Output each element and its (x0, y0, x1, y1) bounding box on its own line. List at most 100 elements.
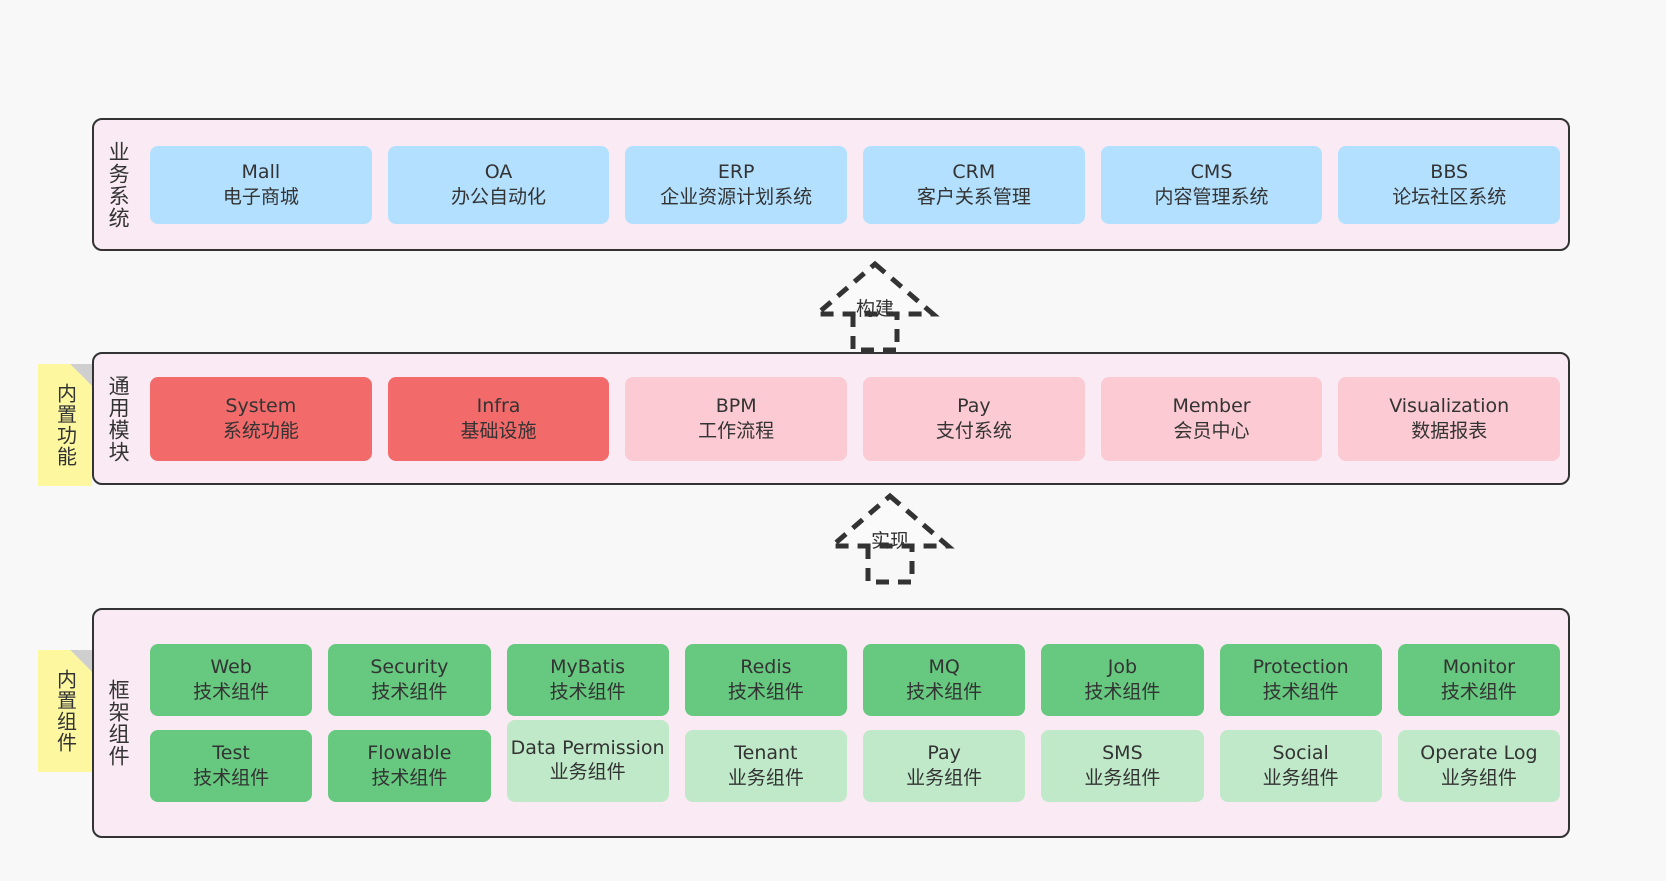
card-title: Social (1272, 742, 1329, 765)
card-protection[interactable]: Protection 技术组件 (1219, 644, 1382, 716)
layer-body-common-modules: System 系统功能 Infra 基础设施 BPM 工作流程 Pay 支付系统… (142, 354, 1568, 483)
card-title: CRM (952, 160, 996, 183)
card-system[interactable]: System 系统功能 (150, 376, 372, 461)
card-title: Redis (740, 656, 792, 679)
card-subtitle: 内容管理系统 (1154, 185, 1269, 208)
card-title: Infra (476, 394, 521, 417)
sticky-note-text: 内置组件 (53, 669, 78, 753)
card-mall[interactable]: Mall 电子商城 (150, 145, 372, 224)
card-subtitle: 技术组件 (906, 681, 983, 703)
card-title: Visualization (1389, 394, 1510, 417)
card-title: Test (212, 742, 250, 765)
card-security[interactable]: Security 技术组件 (328, 644, 491, 716)
card-title: Security (370, 656, 449, 679)
card-cms[interactable]: CMS 内容管理系统 (1100, 145, 1323, 224)
card-web[interactable]: Web 技术组件 (150, 644, 313, 716)
card-subtitle: 技术组件 (549, 681, 626, 703)
card-mq[interactable]: MQ 技术组件 (863, 644, 1026, 716)
card-pay-module[interactable]: Pay 支付系统 (863, 376, 1085, 461)
card-title: Pay (957, 394, 991, 417)
card-data-permission[interactable]: Data Permission 业务组件 (506, 720, 669, 802)
card-subtitle: 办公自动化 (451, 185, 547, 208)
card-title: Protection (1252, 656, 1349, 679)
layer-title-common-modules: 通用模块 (106, 374, 131, 463)
layer-common-modules: 通用模块 System 系统功能 Infra 基础设施 BPM 工作流程 Pay… (92, 352, 1570, 485)
card-subtitle: 基础设施 (460, 419, 537, 442)
card-title: Tenant (734, 742, 798, 765)
card-subtitle: 客户关系管理 (916, 185, 1031, 208)
card-subtitle: 业务组件 (549, 761, 626, 784)
card-erp[interactable]: ERP 企业资源计划系统 (625, 145, 848, 224)
card-title: Monitor (1442, 656, 1515, 679)
card-subtitle: 支付系统 (935, 419, 1012, 442)
card-subtitle: 会员中心 (1173, 419, 1250, 442)
card-subtitle: 技术组件 (1262, 681, 1339, 703)
layer-framework-components: 框架组件 Web 技术组件 Security 技术组件 MyBatis 技术组件… (92, 608, 1570, 838)
card-title: MyBatis (550, 656, 626, 679)
card-member[interactable]: Member 会员中心 (1100, 376, 1323, 461)
sticky-note-builtin-features: 内置功能 (38, 364, 92, 486)
card-title: OA (484, 160, 513, 183)
layer-title-business-system: 业务系统 (106, 140, 131, 229)
card-subtitle: 工作流程 (698, 419, 775, 442)
card-infra[interactable]: Infra 基础设施 (387, 376, 610, 461)
card-subtitle: 企业资源计划系统 (660, 185, 813, 208)
card-title: Pay (927, 742, 961, 765)
card-monitor[interactable]: Monitor 技术组件 (1397, 644, 1560, 716)
card-operate-log[interactable]: Operate Log 业务组件 (1397, 730, 1560, 802)
card-subtitle: 技术组件 (193, 681, 270, 703)
card-visualization[interactable]: Visualization 数据报表 (1338, 376, 1561, 461)
layer-business-system: 业务系统 Mall 电子商城 OA 办公自动化 ERP 企业资源计划系统 CRM… (92, 118, 1570, 251)
card-title: CMS (1190, 160, 1233, 183)
card-title: Job (1107, 656, 1138, 679)
card-title: Mall (241, 160, 281, 183)
card-tenant[interactable]: Tenant 业务组件 (684, 730, 847, 802)
sticky-note-builtin-components: 内置组件 (38, 650, 92, 772)
card-title: BPM (715, 394, 757, 417)
card-subtitle: 系统功能 (222, 419, 299, 442)
card-pay-component[interactable]: Pay 业务组件 (863, 730, 1026, 802)
card-subtitle: 技术组件 (193, 767, 270, 789)
sticky-note-text: 内置功能 (53, 383, 78, 467)
card-title: BBS (1430, 160, 1469, 183)
card-title: System (225, 394, 297, 417)
card-title: Operate Log (1420, 742, 1538, 765)
card-subtitle: 电子商城 (222, 185, 299, 208)
card-title: Web (210, 656, 252, 679)
card-job[interactable]: Job 技术组件 (1041, 644, 1204, 716)
card-title: Flowable (367, 742, 452, 765)
card-subtitle: 技术组件 (371, 767, 448, 789)
card-oa[interactable]: OA 办公自动化 (387, 145, 610, 224)
layer-body-framework-components: Web 技术组件 Security 技术组件 MyBatis 技术组件 Redi… (142, 610, 1568, 836)
card-test[interactable]: Test 技术组件 (150, 730, 313, 802)
card-mybatis[interactable]: MyBatis 技术组件 (506, 644, 669, 716)
card-title: MQ (928, 656, 960, 679)
card-subtitle: 业务组件 (1084, 767, 1161, 789)
card-title: ERP (717, 160, 755, 183)
card-bpm[interactable]: BPM 工作流程 (625, 376, 848, 461)
framework-row-tech: Web 技术组件 Security 技术组件 MyBatis 技术组件 Redi… (150, 644, 1560, 716)
framework-row-business: Test 技术组件 Flowable 技术组件 Data Permission … (150, 720, 1560, 802)
card-title: SMS (1102, 742, 1143, 765)
card-subtitle: 技术组件 (1084, 681, 1161, 703)
card-title: Member (1172, 394, 1251, 417)
card-bbs[interactable]: BBS 论坛社区系统 (1338, 145, 1561, 224)
card-subtitle: 业务组件 (1440, 767, 1517, 789)
card-crm[interactable]: CRM 客户关系管理 (863, 145, 1085, 224)
card-subtitle: 数据报表 (1411, 419, 1488, 442)
arrow-implement: 实现 (815, 490, 965, 586)
card-subtitle: 业务组件 (1262, 767, 1339, 789)
card-flowable[interactable]: Flowable 技术组件 (328, 730, 491, 802)
layer-body-business-system: Mall 电子商城 OA 办公自动化 ERP 企业资源计划系统 CRM 客户关系… (142, 120, 1568, 249)
card-title: Data Permission (510, 737, 665, 760)
card-redis[interactable]: Redis 技术组件 (684, 644, 847, 716)
card-social[interactable]: Social 业务组件 (1219, 730, 1382, 802)
card-subtitle: 论坛社区系统 (1392, 185, 1507, 208)
card-subtitle: 业务组件 (727, 767, 804, 789)
card-subtitle: 技术组件 (1440, 681, 1517, 703)
card-sms[interactable]: SMS 业务组件 (1041, 730, 1204, 802)
layer-title-framework-components: 框架组件 (106, 679, 131, 767)
card-subtitle: 技术组件 (371, 681, 448, 703)
arrow-build: 构建 (800, 258, 950, 354)
